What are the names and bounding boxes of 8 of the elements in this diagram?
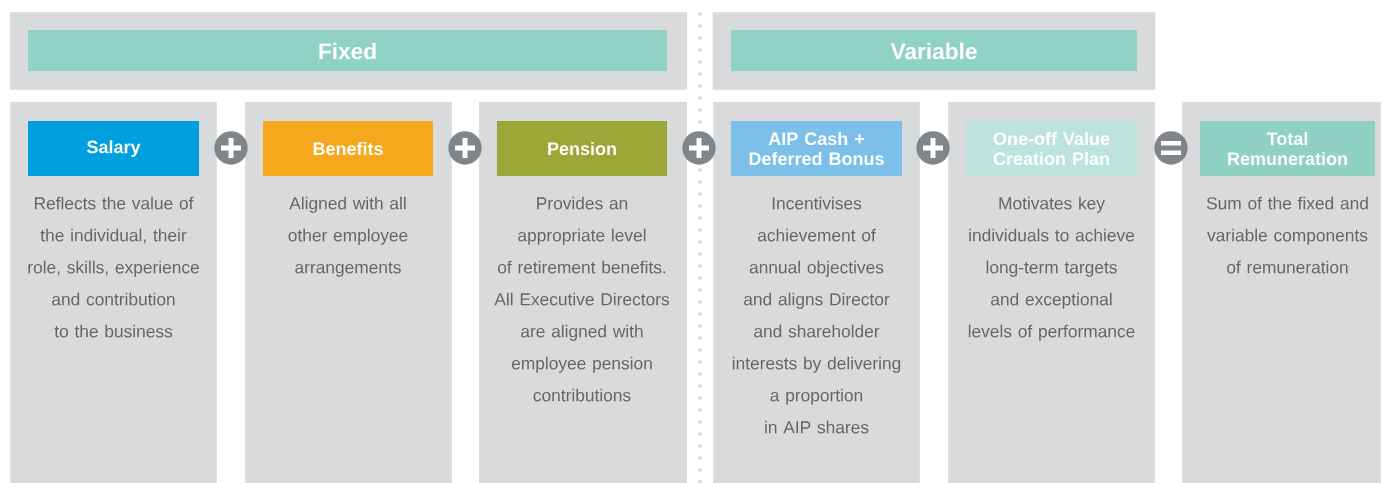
component-card: Total Remuneration Sum of the fixed and variable components of remuneration [1182,101,1381,483]
component-card: Benefits Aligned with all other employee arrangements [245,101,452,483]
component-card: Salary Reflects the value of the individual, their role, skills, experience and contribution to the business [10,101,217,483]
component-card: AIP Cash + Deferred Bonus Incentivises achievement of annual objectives and aligns Director and shareholder interests by delivering a proportion in AIP shares [713,101,920,483]
component-card: One-off Value Creation Plan Motivates key individuals to achieve long-term targets and exceptional levels of performance [948,101,1155,483]
category-band: Fixed [9,12,688,90]
component-card: Pension Provides an appropriate level of retirement benefits. All Executive Directors are aligned with employee pension contributions [479,101,687,483]
category-band: Variable [712,12,1156,90]
